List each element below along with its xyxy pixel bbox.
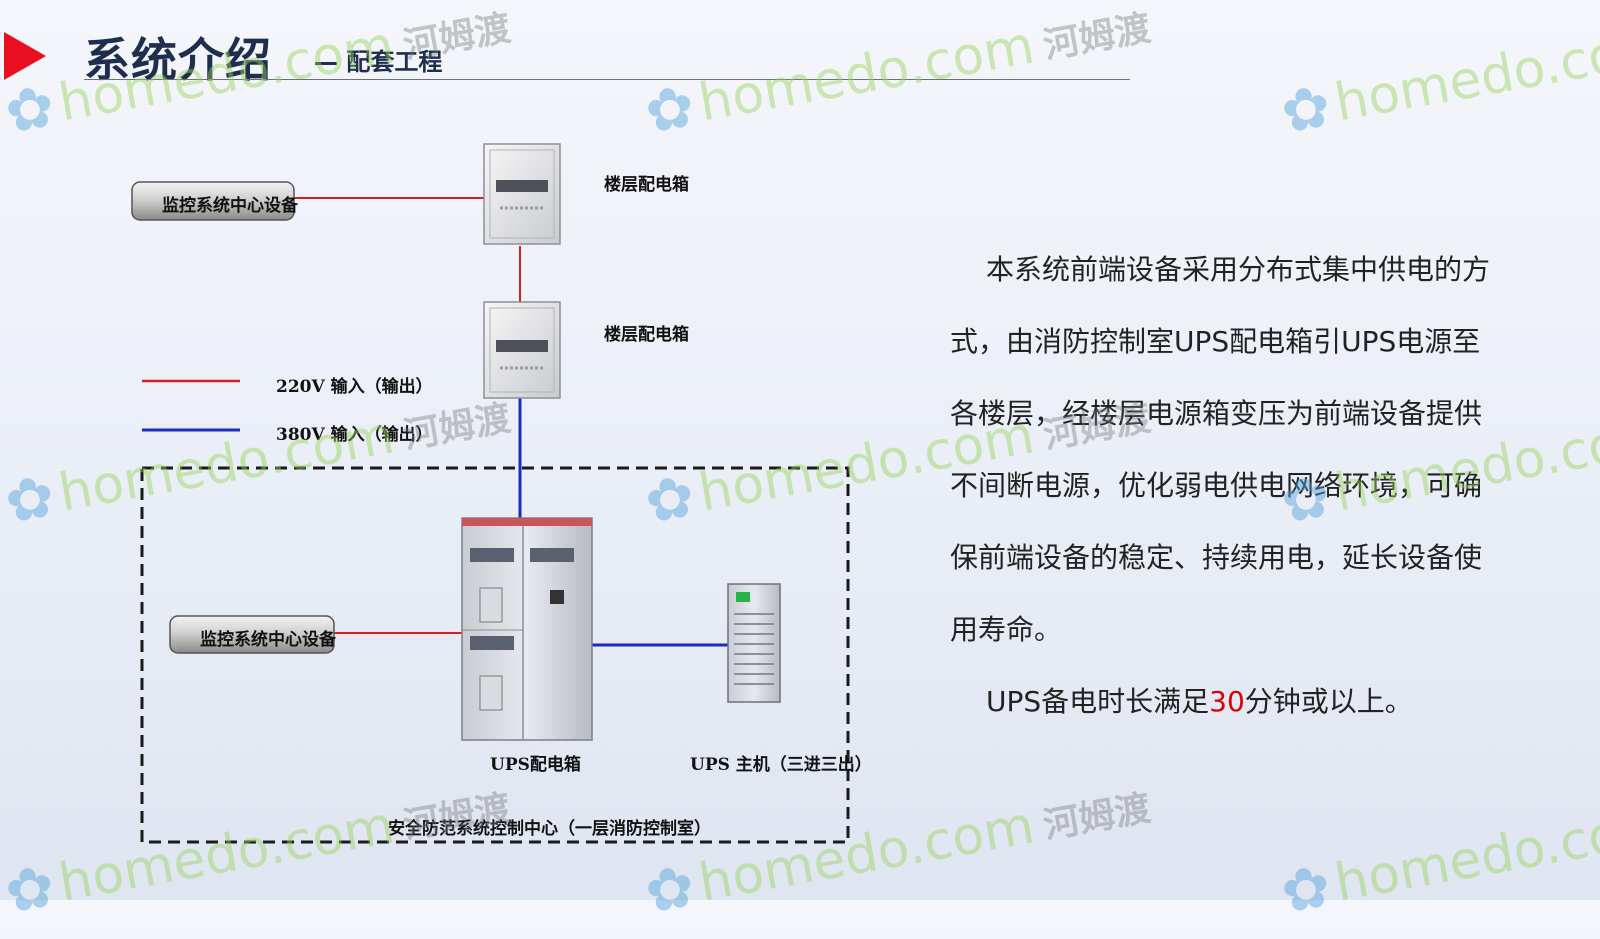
ups-host-icon [727, 583, 781, 703]
description-line: 用寿命。 [950, 613, 1063, 646]
description-line: 保前端设备的稳定、持续用电，延长设备使 [950, 541, 1483, 574]
description-line: 式，由消防控制室UPS配电箱引UPS电源至 [950, 325, 1481, 358]
monitor-center-bottom-pill [169, 615, 335, 654]
page-subtitle: — 配套工程 [314, 48, 443, 76]
control-room-frame [140, 466, 850, 844]
description-line: 不间断电源，优化弱电供电网络环境，可确 [950, 469, 1483, 502]
description-line: 本系统前端设备采用分布式集中供电的方 [986, 253, 1491, 286]
ups-cabinet-icon [461, 517, 593, 741]
backup-duration-minutes: 30 [1209, 685, 1245, 718]
control-room-label: 安全防范系统控制中心（一层消防控制室） [388, 819, 711, 839]
backup-duration-suffix: 分钟或以上。 [1244, 685, 1413, 718]
ups-box-label: UPS配电箱 [490, 755, 581, 775]
description-line: 各楼层，经楼层电源箱变压为前端设备提供 [950, 397, 1483, 430]
description-text: 本系统前端设备采用分布式集中供电的方 式，由消防控制室UPS配电箱引UPS电源至… [950, 234, 1530, 738]
monitor-center-top-label: 监控系统中心设备 [162, 196, 298, 216]
backup-duration-prefix: UPS备电时长满足 [986, 685, 1210, 718]
title-arrow-icon [4, 32, 46, 80]
backup-duration-line: UPS备电时长满足30分钟或以上。 [950, 666, 1530, 738]
title-underline [84, 79, 1130, 80]
monitor-center-bottom-label: 监控系统中心设备 [200, 630, 336, 650]
floor-box-1-label: 楼层配电箱 [604, 175, 689, 195]
floor-box-2-label: 楼层配电箱 [604, 325, 689, 345]
monitor-center-top-pill [131, 181, 295, 221]
legend-380v-label: 380V 输入（输出） [276, 425, 433, 445]
power-diagram [131, 143, 850, 844]
slide: 系统介绍 — 配套工程 [0, 8, 1600, 927]
ups-host-label: UPS 主机（三进三出） [690, 755, 872, 775]
legend-220v-label: 220V 输入（输出） [276, 377, 433, 397]
floor-box-2-icon [483, 301, 561, 399]
page-title: 系统介绍 [84, 33, 272, 87]
floor-box-1-icon [483, 143, 561, 245]
